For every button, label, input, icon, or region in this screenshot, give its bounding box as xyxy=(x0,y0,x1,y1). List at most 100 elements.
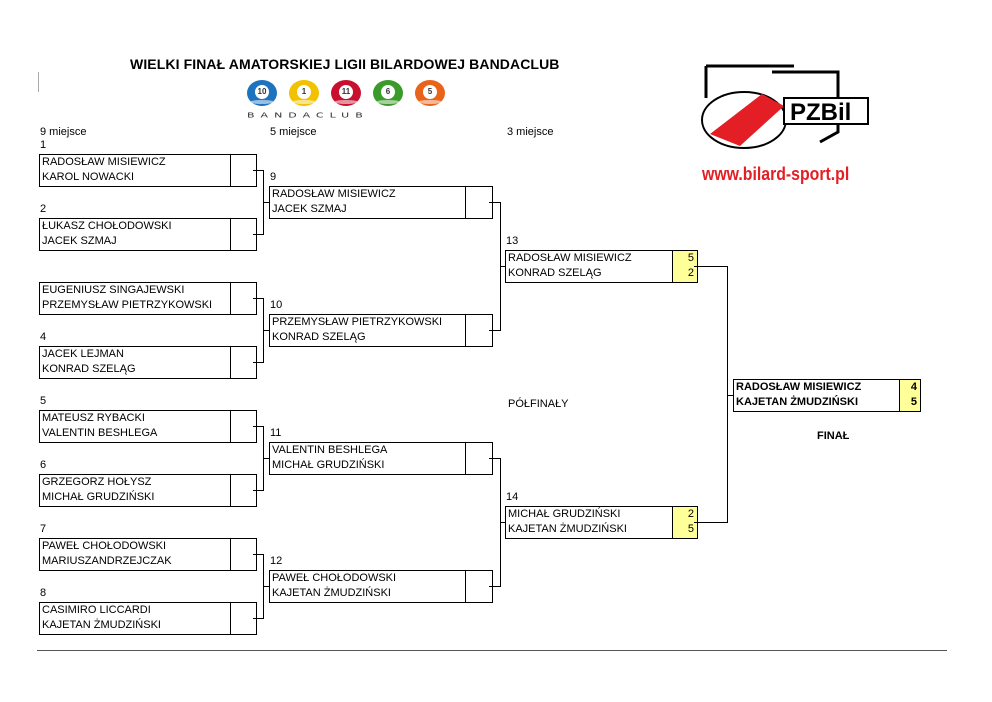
bracket-connector xyxy=(253,234,263,235)
match-number: 8 xyxy=(40,587,47,599)
bracket-connector xyxy=(253,426,263,427)
bracket-connector xyxy=(263,586,269,587)
player-name: RADOSŁAW MISIEWICZ xyxy=(39,154,231,171)
bracket-connector xyxy=(263,458,269,459)
player-score: 5 xyxy=(900,395,921,412)
player-row: PAWEŁ CHOŁODOWSKI xyxy=(39,538,257,555)
player-row: MARIUSZANDRZEJCZAK xyxy=(39,554,257,571)
player-name: KAJETAN ŻMUDZIŃSKI xyxy=(733,395,900,412)
player-score xyxy=(231,170,257,187)
player-name: GRZEGORZ HOŁYSZ xyxy=(39,474,231,491)
player-score xyxy=(231,554,257,571)
player-name: KAROL NOWACKI xyxy=(39,170,231,187)
ball-shine xyxy=(418,100,442,104)
match-number: 13 xyxy=(506,235,519,247)
match-number: 4 xyxy=(40,331,47,343)
player-name: KONRAD SZELĄG xyxy=(269,330,466,347)
bracket-connector xyxy=(694,522,727,523)
ball-number: 6 xyxy=(381,85,395,99)
match-number: 1 xyxy=(40,139,47,151)
player-row: RADOSŁAW MISIEWICZ xyxy=(39,154,257,171)
player-row: PRZEMYSŁAW PIETRZYKOWSKI xyxy=(269,314,493,331)
player-row: MATEUSZ RYBACKI xyxy=(39,410,257,427)
player-row: GRZEGORZ HOŁYSZ xyxy=(39,474,257,491)
player-score xyxy=(231,362,257,379)
bracket-connector xyxy=(694,266,727,267)
player-name: JACEK SZMAJ xyxy=(269,202,466,219)
player-score xyxy=(466,458,493,475)
player-score xyxy=(231,282,257,299)
ball-number: 11 xyxy=(339,85,353,99)
ball-number: 5 xyxy=(423,85,437,99)
player-row: EUGENIUSZ SINGAJEWSKI xyxy=(39,282,257,299)
player-name: KONRAD SZELĄG xyxy=(505,266,673,283)
match-number: 12 xyxy=(270,555,283,567)
player-score: 4 xyxy=(900,379,921,396)
match-number: 11 xyxy=(270,427,282,439)
player-score xyxy=(231,618,257,635)
match-number: 9 xyxy=(270,171,277,183)
player-name: PRZEMYSŁAW PIETRZYKOWSKI xyxy=(39,298,231,315)
pzbil-logo: PZBil xyxy=(701,64,869,149)
player-row: KONRAD SZELĄG xyxy=(269,330,493,347)
ball-number: 10 xyxy=(255,85,269,99)
page-title: WIELKI FINAŁ AMATORSKIEJ LIGII BILARDOWE… xyxy=(130,56,560,72)
billiard-ball-icon: 11 xyxy=(331,80,361,106)
player-name: VALENTIN BESHLEGA xyxy=(39,426,231,443)
player-name: VALENTIN BESHLEGA xyxy=(269,442,466,459)
match-number: 2 xyxy=(40,203,47,215)
column-label-3rd: 3 miejsce xyxy=(507,126,554,138)
column-label-5th: 5 miejsce xyxy=(270,126,317,138)
player-name: KONRAD SZELĄG xyxy=(39,362,231,379)
column-label-9th: 9 miejsce xyxy=(40,126,87,138)
player-score xyxy=(466,330,493,347)
bracket-connector xyxy=(489,586,500,587)
player-name: EUGENIUSZ SINGAJEWSKI xyxy=(39,282,231,299)
bracket-connector xyxy=(489,202,500,203)
player-score xyxy=(231,346,257,363)
website-link[interactable]: www.bilard-sport.pl xyxy=(702,164,850,184)
player-score xyxy=(466,202,493,219)
player-score xyxy=(231,474,257,491)
player-row: MICHAŁ GRUDZIŃSKI xyxy=(269,458,493,475)
player-name: MICHAŁ GRUDZIŃSKI xyxy=(505,506,673,523)
billiard-ball-icon: 5 xyxy=(415,80,445,106)
player-name: CASIMIRO LICCARDI xyxy=(39,602,231,619)
ball-shine xyxy=(250,100,274,104)
player-name: JACEK SZMAJ xyxy=(39,234,231,251)
player-name: RADOSŁAW MISIEWICZ xyxy=(505,250,673,267)
player-name: RADOSŁAW MISIEWICZ xyxy=(269,186,466,203)
player-score xyxy=(231,602,257,619)
bracket-connector xyxy=(263,330,269,331)
player-row: JACEK SZMAJ xyxy=(39,234,257,251)
player-name: MICHAŁ GRUDZIŃSKI xyxy=(39,490,231,507)
player-score: 2 xyxy=(673,506,698,523)
player-row: PRZEMYSŁAW PIETRZYKOWSKI xyxy=(39,298,257,315)
semifinals-label: PÓŁFINAŁY xyxy=(508,398,569,410)
player-row: KAROL NOWACKI xyxy=(39,170,257,187)
pzbil-text: PZBil xyxy=(790,99,851,126)
match-number: 5 xyxy=(40,395,47,407)
player-score xyxy=(466,570,493,587)
player-name: MATEUSZ RYBACKI xyxy=(39,410,231,427)
player-score xyxy=(231,538,257,555)
player-row: KAJETAN ŻMUDZIŃSKI xyxy=(269,586,493,603)
ball-shine xyxy=(376,100,400,104)
player-name: KAJETAN ŻMUDZIŃSKI xyxy=(39,618,231,635)
player-score xyxy=(231,234,257,251)
player-score: 2 xyxy=(673,266,698,283)
player-row: VALENTIN BESHLEGA xyxy=(269,442,493,459)
player-row: KONRAD SZELĄG xyxy=(39,362,257,379)
bracket-connector xyxy=(727,395,733,396)
player-score xyxy=(231,490,257,507)
match-number: 7 xyxy=(40,523,47,535)
player-row: CASIMIRO LICCARDI xyxy=(39,602,257,619)
player-score xyxy=(231,154,257,171)
player-row: VALENTIN BESHLEGA xyxy=(39,426,257,443)
billiard-ball-icon: 10 xyxy=(247,80,277,106)
player-row: PAWEŁ CHOŁODOWSKI xyxy=(269,570,493,587)
margin-mark xyxy=(38,72,39,92)
